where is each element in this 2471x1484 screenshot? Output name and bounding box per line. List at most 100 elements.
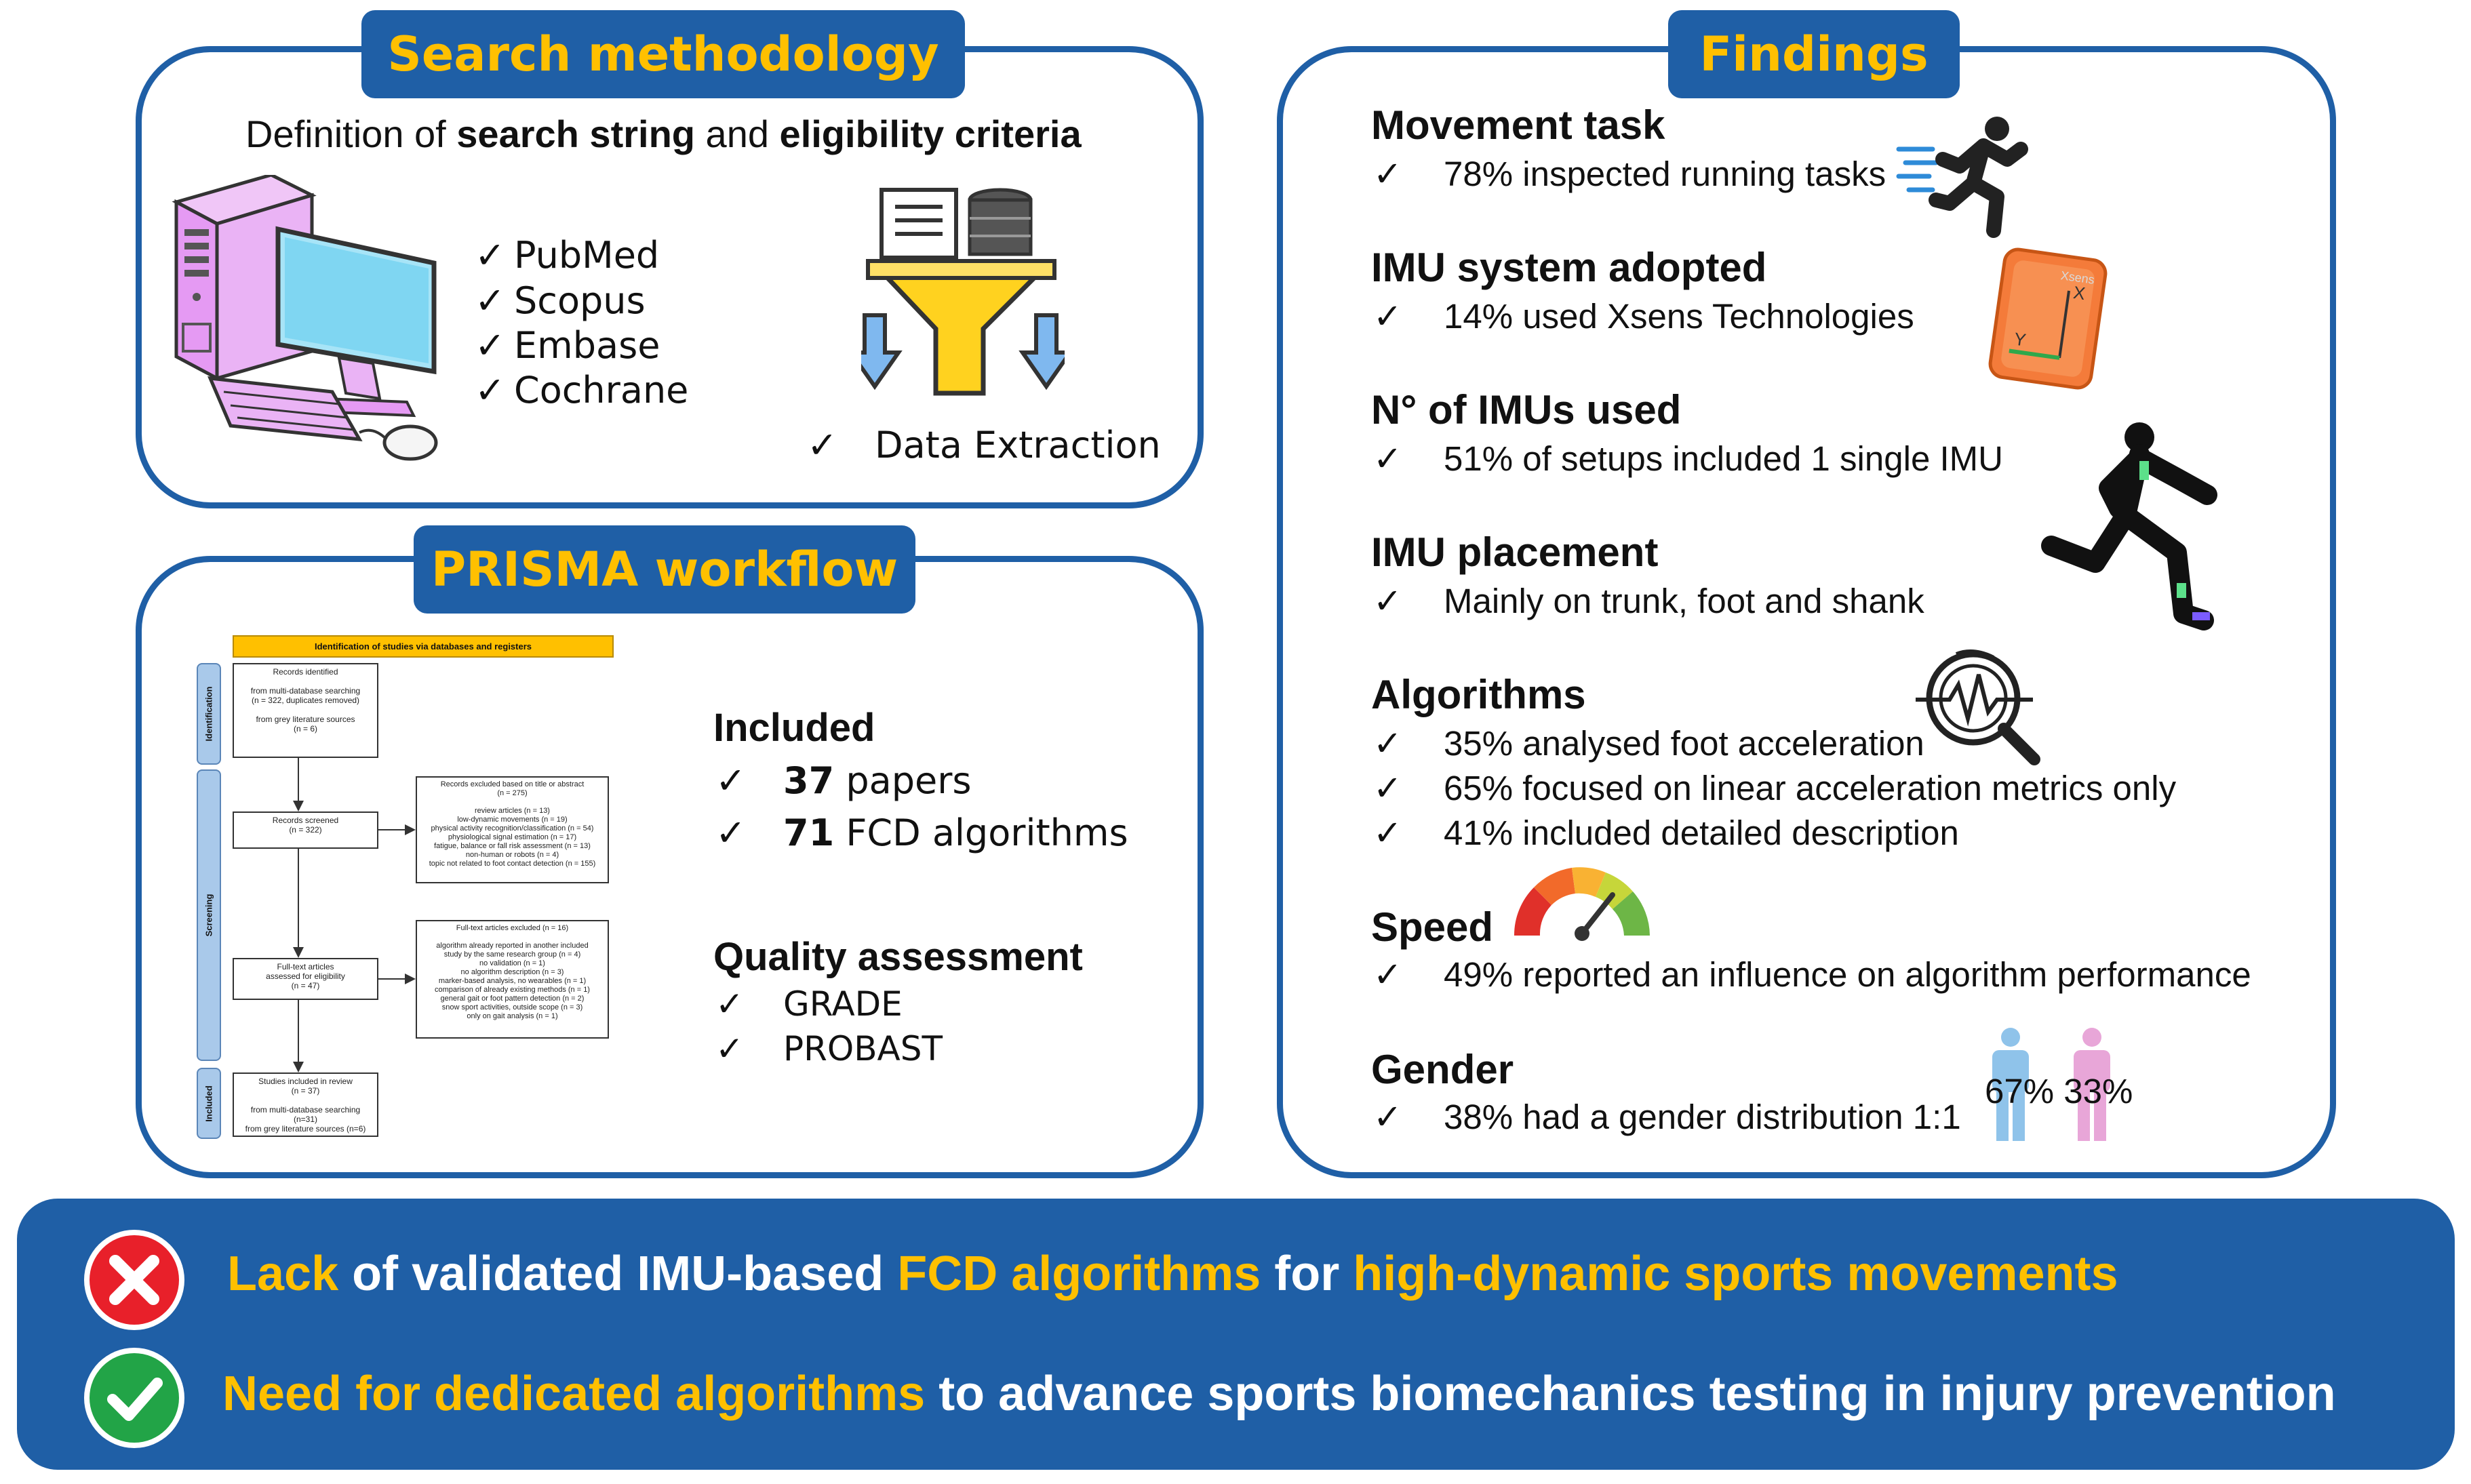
cross-icon	[84, 1230, 184, 1330]
conclusion-fragment: high-dynamic sports movements	[1353, 1247, 2118, 1301]
database-scopus: ✓Scopus	[475, 279, 646, 322]
conclusion-line-1: Lack of validated IMU-based FCD algorith…	[227, 1246, 2118, 1302]
prisma-side-included: Included	[197, 1068, 221, 1139]
female-icon	[2074, 1028, 2110, 1141]
included-text: FCD algorithms	[834, 811, 1128, 854]
check-icon: ✓	[1373, 439, 1402, 478]
conclusion-fragment: Need for dedicated algorithms	[222, 1367, 926, 1421]
imu-sensor-icon: X Y Xsens	[1988, 247, 2108, 390]
prisma-screened-box: Records screened (n = 322)	[233, 811, 378, 849]
filter-funnel-icon	[861, 188, 1065, 396]
check-icon: ✓	[1373, 1098, 1402, 1136]
finding-head-algorithms: Algorithms	[1371, 672, 1586, 717]
definition-text: Definition of search string and eligibil…	[245, 112, 1082, 156]
quality-label: PROBAST	[783, 1029, 943, 1068]
finding-text: 78% inspected running tasks	[1444, 155, 1886, 193]
prisma-fulltext-excluded-box: Full-text articles excluded (n = 16) alg…	[416, 920, 609, 1039]
findings-panel	[1277, 46, 2336, 1178]
database-label: Scopus	[514, 279, 646, 322]
definition-pre: Definition of	[245, 113, 457, 155]
check-icon: ✓	[715, 984, 744, 1024]
finding-item: ✓ 38% had a gender distribution 1:1	[1373, 1097, 1961, 1138]
conclusion-fragment: for	[1261, 1247, 1353, 1301]
speedometer-icon	[1514, 867, 1650, 941]
quality-probast: ✓ PROBAST	[715, 1029, 943, 1068]
check-icon: ✓	[1373, 814, 1402, 852]
check-icon: ✓	[475, 324, 506, 367]
check-icon: ✓	[1373, 724, 1402, 763]
finding-text: 38% had a gender distribution 1:1	[1444, 1098, 1961, 1136]
finding-text: 65% focused on linear acceleration metri…	[1444, 769, 2177, 807]
finding-text: 49% reported an influence on algorithm p…	[1444, 955, 2251, 994]
definition-eligibility: eligibility criteria	[779, 113, 1082, 155]
finding-text: 14% used Xsens Technologies	[1444, 297, 1914, 336]
check-icon: ✓	[1373, 769, 1402, 807]
check-icon: ✓	[1373, 155, 1402, 193]
definition-mid: and	[694, 113, 780, 155]
check-icon: ✓	[1373, 582, 1402, 620]
data-extraction: ✓Data Extraction	[807, 424, 1161, 466]
finding-text: Mainly on trunk, foot and shank	[1444, 582, 1924, 620]
conclusion-fragment: FCD algorithms	[897, 1247, 1261, 1301]
computer-icon	[172, 175, 438, 461]
database-label: Cochrane	[514, 369, 689, 412]
check-icon: ✓	[475, 369, 506, 412]
prisma-fulltext-box: Full-text articles assessed for eligibil…	[233, 958, 378, 1000]
included-text: papers	[834, 759, 972, 802]
check-icon: ✓	[715, 759, 747, 802]
database-embase: ✓Embase	[475, 324, 660, 367]
quality-title: Quality assessment	[713, 935, 1083, 979]
check-icon: ✓	[1373, 297, 1402, 336]
check-icon: ✓	[715, 1029, 744, 1068]
check-icon: ✓	[475, 279, 506, 322]
running-person-icon	[1896, 117, 2028, 238]
prisma-excluded-title-box: Records excluded based on title or abstr…	[416, 776, 609, 883]
sensor-y-label: Y	[2013, 329, 2027, 350]
findings-header: Findings	[1668, 10, 1960, 98]
check-icon: ✓	[475, 234, 506, 277]
finding-head-speed: Speed	[1371, 904, 1494, 950]
conclusion-fragment: of validated IMU-based	[338, 1247, 898, 1301]
included-papers: ✓37 papers	[715, 759, 972, 802]
conclusion-fragment: to advance sports biomechanics testing i…	[925, 1367, 2336, 1421]
database-cochrane: ✓Cochrane	[475, 369, 688, 412]
prisma-side-identification: Identification	[197, 663, 221, 765]
prisma-side-screening: Screening	[197, 769, 221, 1061]
finding-item: ✓ 14% used Xsens Technologies	[1373, 296, 1914, 337]
prisma-identified-box: Records identified from multi-database s…	[233, 663, 378, 758]
conclusion-fragment: Lack	[227, 1247, 339, 1301]
finding-head-movement: Movement task	[1371, 102, 1665, 148]
search-methodology-header: Search methodology	[361, 10, 965, 98]
conclusion-banner	[17, 1199, 2455, 1470]
quality-label: GRADE	[783, 984, 903, 1024]
signal-analysis-icon	[1916, 649, 2040, 765]
male-icon	[1992, 1028, 2029, 1141]
sprinter-silhouette-icon	[2041, 422, 2217, 630]
finding-item: ✓ 78% inspected running tasks	[1373, 154, 1886, 195]
check-icon: ✓	[715, 811, 747, 854]
quality-grade: ✓ GRADE	[715, 984, 903, 1024]
finding-text: 51% of setups included 1 single IMU	[1444, 439, 2003, 478]
finding-item: ✓ 51% of setups included 1 single IMU	[1373, 439, 2003, 479]
finding-item: ✓ 35% analysed foot acceleration	[1373, 723, 1924, 764]
database-label: Embase	[514, 324, 660, 367]
finding-head-placement: IMU placement	[1371, 529, 1659, 575]
finding-item: ✓49% reported an influence on algorithm …	[1373, 955, 2251, 995]
prisma-included-box: Studies included in review (n = 37) from…	[233, 1072, 378, 1137]
prisma-banner: Identification of studies via databases …	[233, 635, 614, 658]
finding-item: ✓ 65% focused on linear acceleration metr…	[1373, 768, 2176, 809]
database-label: PubMed	[514, 234, 660, 277]
finding-head-n-imus: N° of IMUs used	[1371, 387, 1682, 433]
check-circle-icon	[84, 1348, 184, 1448]
finding-item: ✓ 41% included detailed description	[1373, 813, 1959, 854]
finding-text: 41% included detailed description	[1444, 814, 1959, 852]
definition-search-string: search string	[456, 113, 695, 155]
database-pubmed: ✓PubMed	[475, 234, 659, 277]
check-icon: ✓	[807, 424, 838, 466]
included-title: Included	[713, 706, 875, 750]
included-num: 71	[783, 811, 835, 854]
included-algorithms: ✓ 71 FCD algorithms	[715, 811, 1128, 854]
sensor-x-label: X	[2072, 282, 2087, 304]
finding-text: 35% analysed foot acceleration	[1444, 724, 1924, 763]
